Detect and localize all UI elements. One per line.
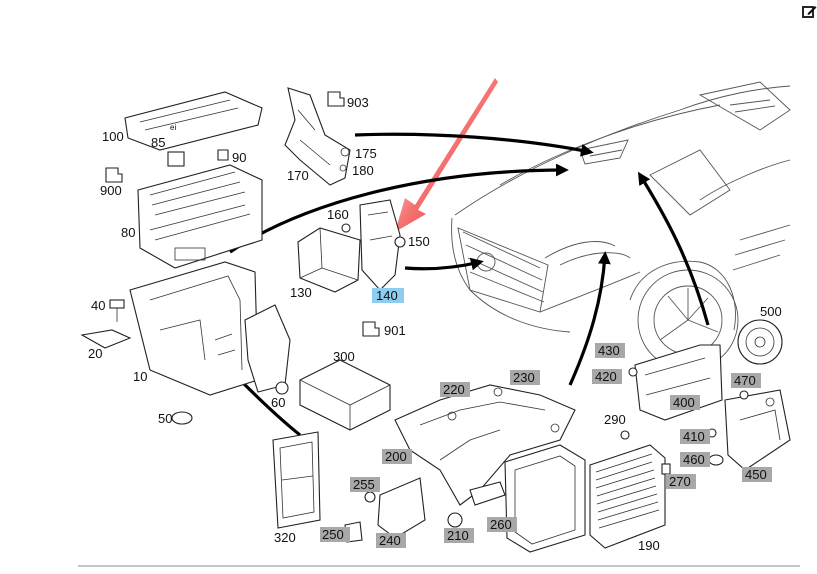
label-420: 420 — [595, 369, 617, 384]
label-190: 190 — [638, 538, 660, 553]
car-outline — [451, 81, 791, 371]
highlight-255 — [350, 477, 380, 492]
label-85: 85 — [151, 135, 165, 150]
label-500: 500 — [760, 304, 782, 319]
bracket-140-150 — [341, 199, 406, 291]
label-400: 400 — [673, 395, 695, 410]
label-460: 460 — [683, 452, 705, 467]
bracket-170 — [284, 87, 351, 186]
housing-10 — [129, 261, 259, 396]
edit-icon[interactable] — [802, 4, 817, 19]
bracket-400 — [620, 344, 723, 440]
highlight-270 — [666, 474, 696, 489]
label-160: 160 — [327, 207, 349, 222]
clip-20 — [80, 329, 132, 349]
label-260: 260 — [490, 517, 512, 532]
label-255: 255 — [353, 477, 375, 492]
highlight-470 — [731, 373, 761, 388]
horn-500 — [737, 319, 783, 365]
label-903: 903 — [347, 95, 369, 110]
highlight-240 — [376, 533, 406, 548]
label-410: 410 — [683, 429, 705, 444]
red-pointer-arrow — [395, 78, 498, 232]
label-320: 320 — [274, 530, 296, 545]
svg-text:ei: ei — [170, 123, 176, 132]
label-240: 240 — [379, 533, 401, 548]
label-900: 900 — [100, 183, 122, 198]
grommet-50 — [171, 411, 193, 425]
label-170: 170 — [287, 168, 309, 183]
label-50: 50 — [158, 411, 172, 426]
connector-900-icon — [105, 167, 123, 183]
label-220: 220 — [443, 382, 465, 397]
fuse-90 — [217, 149, 229, 161]
label-270: 270 — [669, 474, 691, 489]
label-300: 300 — [333, 349, 355, 364]
label-10: 10 — [133, 369, 147, 384]
connector-901-icon — [362, 321, 380, 337]
label-180: 180 — [352, 163, 374, 178]
highlight-410 — [680, 429, 710, 444]
highlight-200 — [382, 449, 412, 464]
connector-903-icon — [327, 91, 345, 107]
label-250: 250 — [322, 527, 344, 542]
highlight-430 — [595, 343, 625, 358]
highlight-450 — [742, 467, 772, 482]
label-150: 150 — [408, 234, 430, 249]
panel-320 — [272, 431, 321, 529]
label-90: 90 — [232, 150, 246, 165]
label-60: 60 — [271, 395, 285, 410]
label-470: 470 — [734, 373, 756, 388]
label-210: 210 — [447, 528, 469, 543]
cover-60 — [244, 304, 291, 395]
label-140: 140 — [376, 288, 398, 303]
ecu-190 — [589, 444, 666, 549]
label-40: 40 — [91, 298, 105, 313]
highlight-140 — [372, 288, 404, 303]
label-901: 901 — [384, 323, 406, 338]
label-130: 130 — [290, 285, 312, 300]
highlight-210 — [444, 528, 474, 543]
label-100: 100 — [102, 129, 124, 144]
box-300 — [299, 359, 391, 431]
highlight-220 — [440, 382, 470, 397]
highlight-230 — [510, 370, 540, 385]
label-20: 20 — [88, 346, 102, 361]
label-290: 290 — [604, 412, 626, 427]
plate-450 — [724, 389, 791, 471]
highlight-460 — [680, 452, 710, 467]
module-130 — [297, 227, 361, 293]
highlight-400 — [670, 395, 700, 410]
highlight-250 — [320, 527, 350, 542]
relay-85 — [167, 151, 185, 167]
highlight-420 — [592, 369, 622, 384]
fuse-box-cover: ei — [124, 91, 263, 151]
bolt-40 — [109, 299, 125, 322]
label-450: 450 — [745, 467, 767, 482]
label-80: 80 — [121, 225, 135, 240]
highlight-260 — [487, 517, 517, 532]
label-230: 230 — [513, 370, 535, 385]
fuse-box-80 — [137, 164, 263, 269]
flow-arrows — [223, 132, 710, 437]
ecu-260 — [504, 444, 586, 553]
label-200: 200 — [385, 449, 407, 464]
bracket-200 — [394, 384, 576, 528]
label-175: 175 — [355, 146, 377, 161]
label-430: 430 — [598, 343, 620, 358]
